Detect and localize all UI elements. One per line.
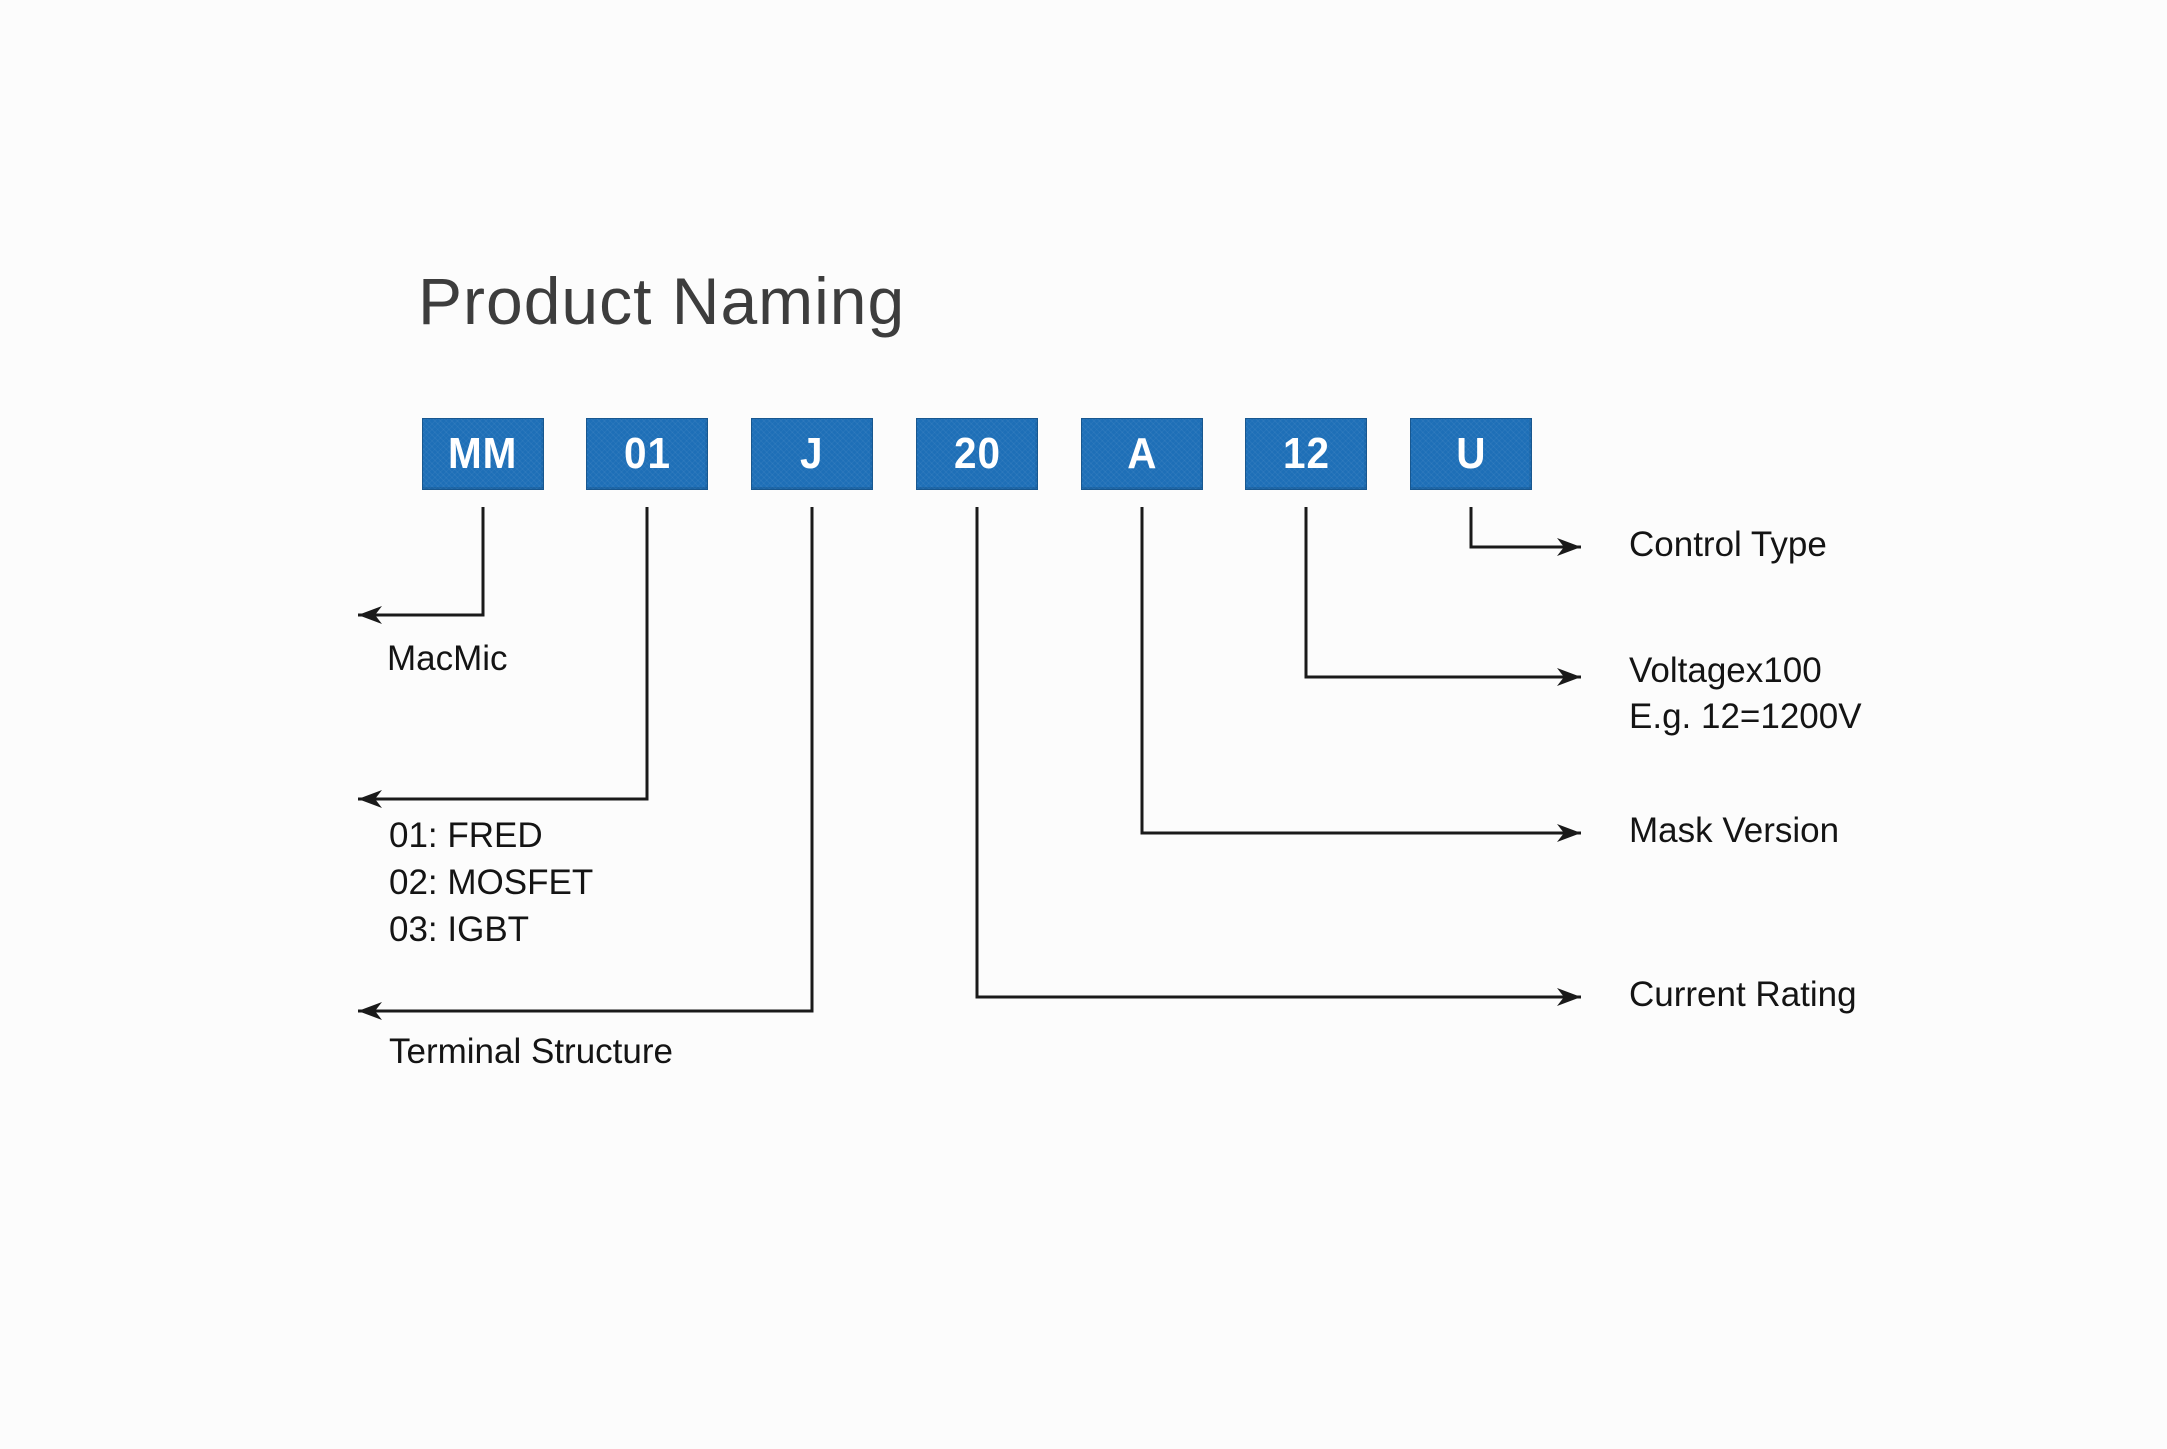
annotation-device-type-mosfet: 02: MOSFET: [389, 863, 594, 902]
annotation-device-type-fred: 01: FRED: [389, 816, 543, 855]
page-title: Product Naming: [418, 264, 906, 338]
segment-code-j: J: [800, 429, 824, 478]
segment-code-12: 12: [1282, 429, 1330, 478]
segment-code-mm: MM: [448, 429, 518, 478]
annotation-terminal-structure: Terminal Structure: [389, 1032, 673, 1071]
segment-box-control-type: U: [1410, 418, 1532, 490]
connector-mm-to-macmic: [358, 507, 485, 624]
segment-code-u: U: [1455, 429, 1487, 478]
annotation-voltage-example: E.g. 12=1200V: [1629, 697, 1862, 736]
connector-u-to-control-type: [1469, 507, 1581, 556]
annotation-voltage-x100: Voltagex100: [1629, 651, 1822, 690]
connector-20-to-current-rating: [975, 507, 1581, 1006]
segment-code-a: A: [1126, 429, 1158, 478]
annotation-mask-version: Mask Version: [1629, 811, 1840, 850]
segment-box-terminal-structure: J: [751, 418, 873, 490]
segment-box-voltage: 12: [1245, 418, 1367, 490]
annotation-control-type: Control Type: [1629, 525, 1827, 564]
annotation-device-type-list: 01: FRED 02: MOSFET 03: IGBT: [389, 812, 593, 953]
annotation-voltage: Voltagex100 E.g. 12=1200V: [1629, 648, 1862, 740]
connector-12-to-voltage: [1304, 507, 1581, 686]
connector-a-to-mask-version: [1140, 507, 1581, 842]
segment-code-20: 20: [953, 429, 1001, 478]
segment-code-01: 01: [623, 429, 671, 478]
annotation-macmic: MacMic: [387, 639, 508, 678]
annotation-device-type-igbt: 03: IGBT: [389, 910, 530, 949]
segment-box-mask-version: A: [1081, 418, 1203, 490]
segment-box-manufacturer: MM: [422, 418, 544, 490]
segment-box-device-type: 01: [586, 418, 708, 490]
annotation-current-rating: Current Rating: [1629, 975, 1857, 1014]
segment-box-current-rating: 20: [916, 418, 1038, 490]
